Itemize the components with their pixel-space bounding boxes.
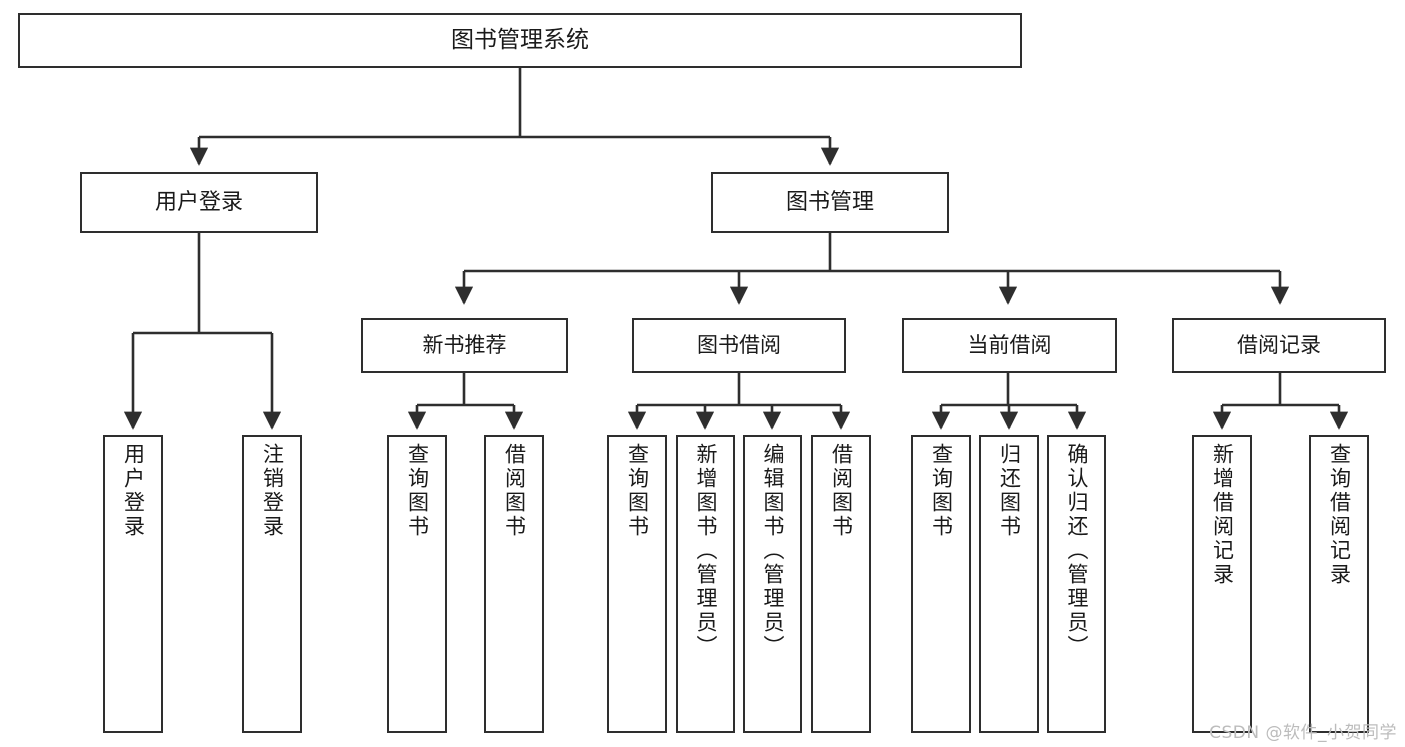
node-current-borrow-label: 当前借阅 [967,333,1052,358]
node-leaf-borrow-book-2[interactable]: 借阅图书 [811,435,871,733]
node-user-login-label: 用户登录 [154,189,243,215]
node-leaf-return-book[interactable]: 归还图书 [979,435,1039,733]
node-new-book-recommendation-label: 新书推荐 [422,333,507,358]
node-user-login[interactable]: 用户登录 [80,172,318,233]
node-leaf-query-book-2[interactable]: 查询图书 [607,435,667,733]
node-borrow-record[interactable]: 借阅记录 [1172,318,1386,373]
node-current-borrow[interactable]: 当前借阅 [902,318,1117,373]
node-leaf-add-book[interactable]: 新增图书（管理员） [676,435,735,733]
node-leaf-query-book-2-label: 查询图书 [625,443,650,539]
node-leaf-query-book-1[interactable]: 查询图书 [387,435,447,733]
node-leaf-user-logout-label: 注销登录 [260,443,285,539]
node-root[interactable]: 图书管理系统 [18,13,1022,68]
node-leaf-query-book-3-label: 查询图书 [929,443,954,539]
node-book-management-label: 图书管理 [785,189,874,215]
node-leaf-user-login-label: 用户登录 [121,443,146,539]
node-leaf-user-logout[interactable]: 注销登录 [242,435,302,733]
node-leaf-return-book-label: 归还图书 [997,443,1022,539]
node-root-label: 图书管理系统 [451,26,589,53]
node-leaf-borrow-book-1-label: 借阅图书 [502,443,527,539]
node-leaf-confirm-return[interactable]: 确认归还（管理员） [1047,435,1106,733]
node-book-borrow[interactable]: 图书借阅 [632,318,846,373]
node-leaf-add-book-label: 新增图书（管理员） [694,443,718,659]
node-leaf-edit-book[interactable]: 编辑图书（管理员） [743,435,802,733]
node-leaf-query-borrow-record-label: 查询借阅记录 [1327,443,1352,587]
node-new-book-recommendation[interactable]: 新书推荐 [361,318,568,373]
node-leaf-borrow-book-2-label: 借阅图书 [829,443,854,539]
node-leaf-borrow-book-1[interactable]: 借阅图书 [484,435,544,733]
node-leaf-edit-book-label: 编辑图书（管理员） [761,443,785,659]
node-book-management[interactable]: 图书管理 [711,172,949,233]
node-leaf-query-book-1-label: 查询图书 [405,443,430,539]
node-leaf-query-borrow-record[interactable]: 查询借阅记录 [1309,435,1369,733]
node-leaf-confirm-return-label: 确认归还（管理员） [1065,443,1089,659]
node-book-borrow-label: 图书借阅 [697,333,781,358]
node-leaf-query-book-3[interactable]: 查询图书 [911,435,971,733]
watermark-text: CSDN @软件_小贺同学 [1209,723,1397,743]
node-borrow-record-label: 借阅记录 [1237,333,1321,358]
node-leaf-user-login[interactable]: 用户登录 [103,435,163,733]
node-leaf-add-borrow-record-label: 新增借阅记录 [1210,443,1235,587]
node-leaf-add-borrow-record[interactable]: 新增借阅记录 [1192,435,1252,733]
